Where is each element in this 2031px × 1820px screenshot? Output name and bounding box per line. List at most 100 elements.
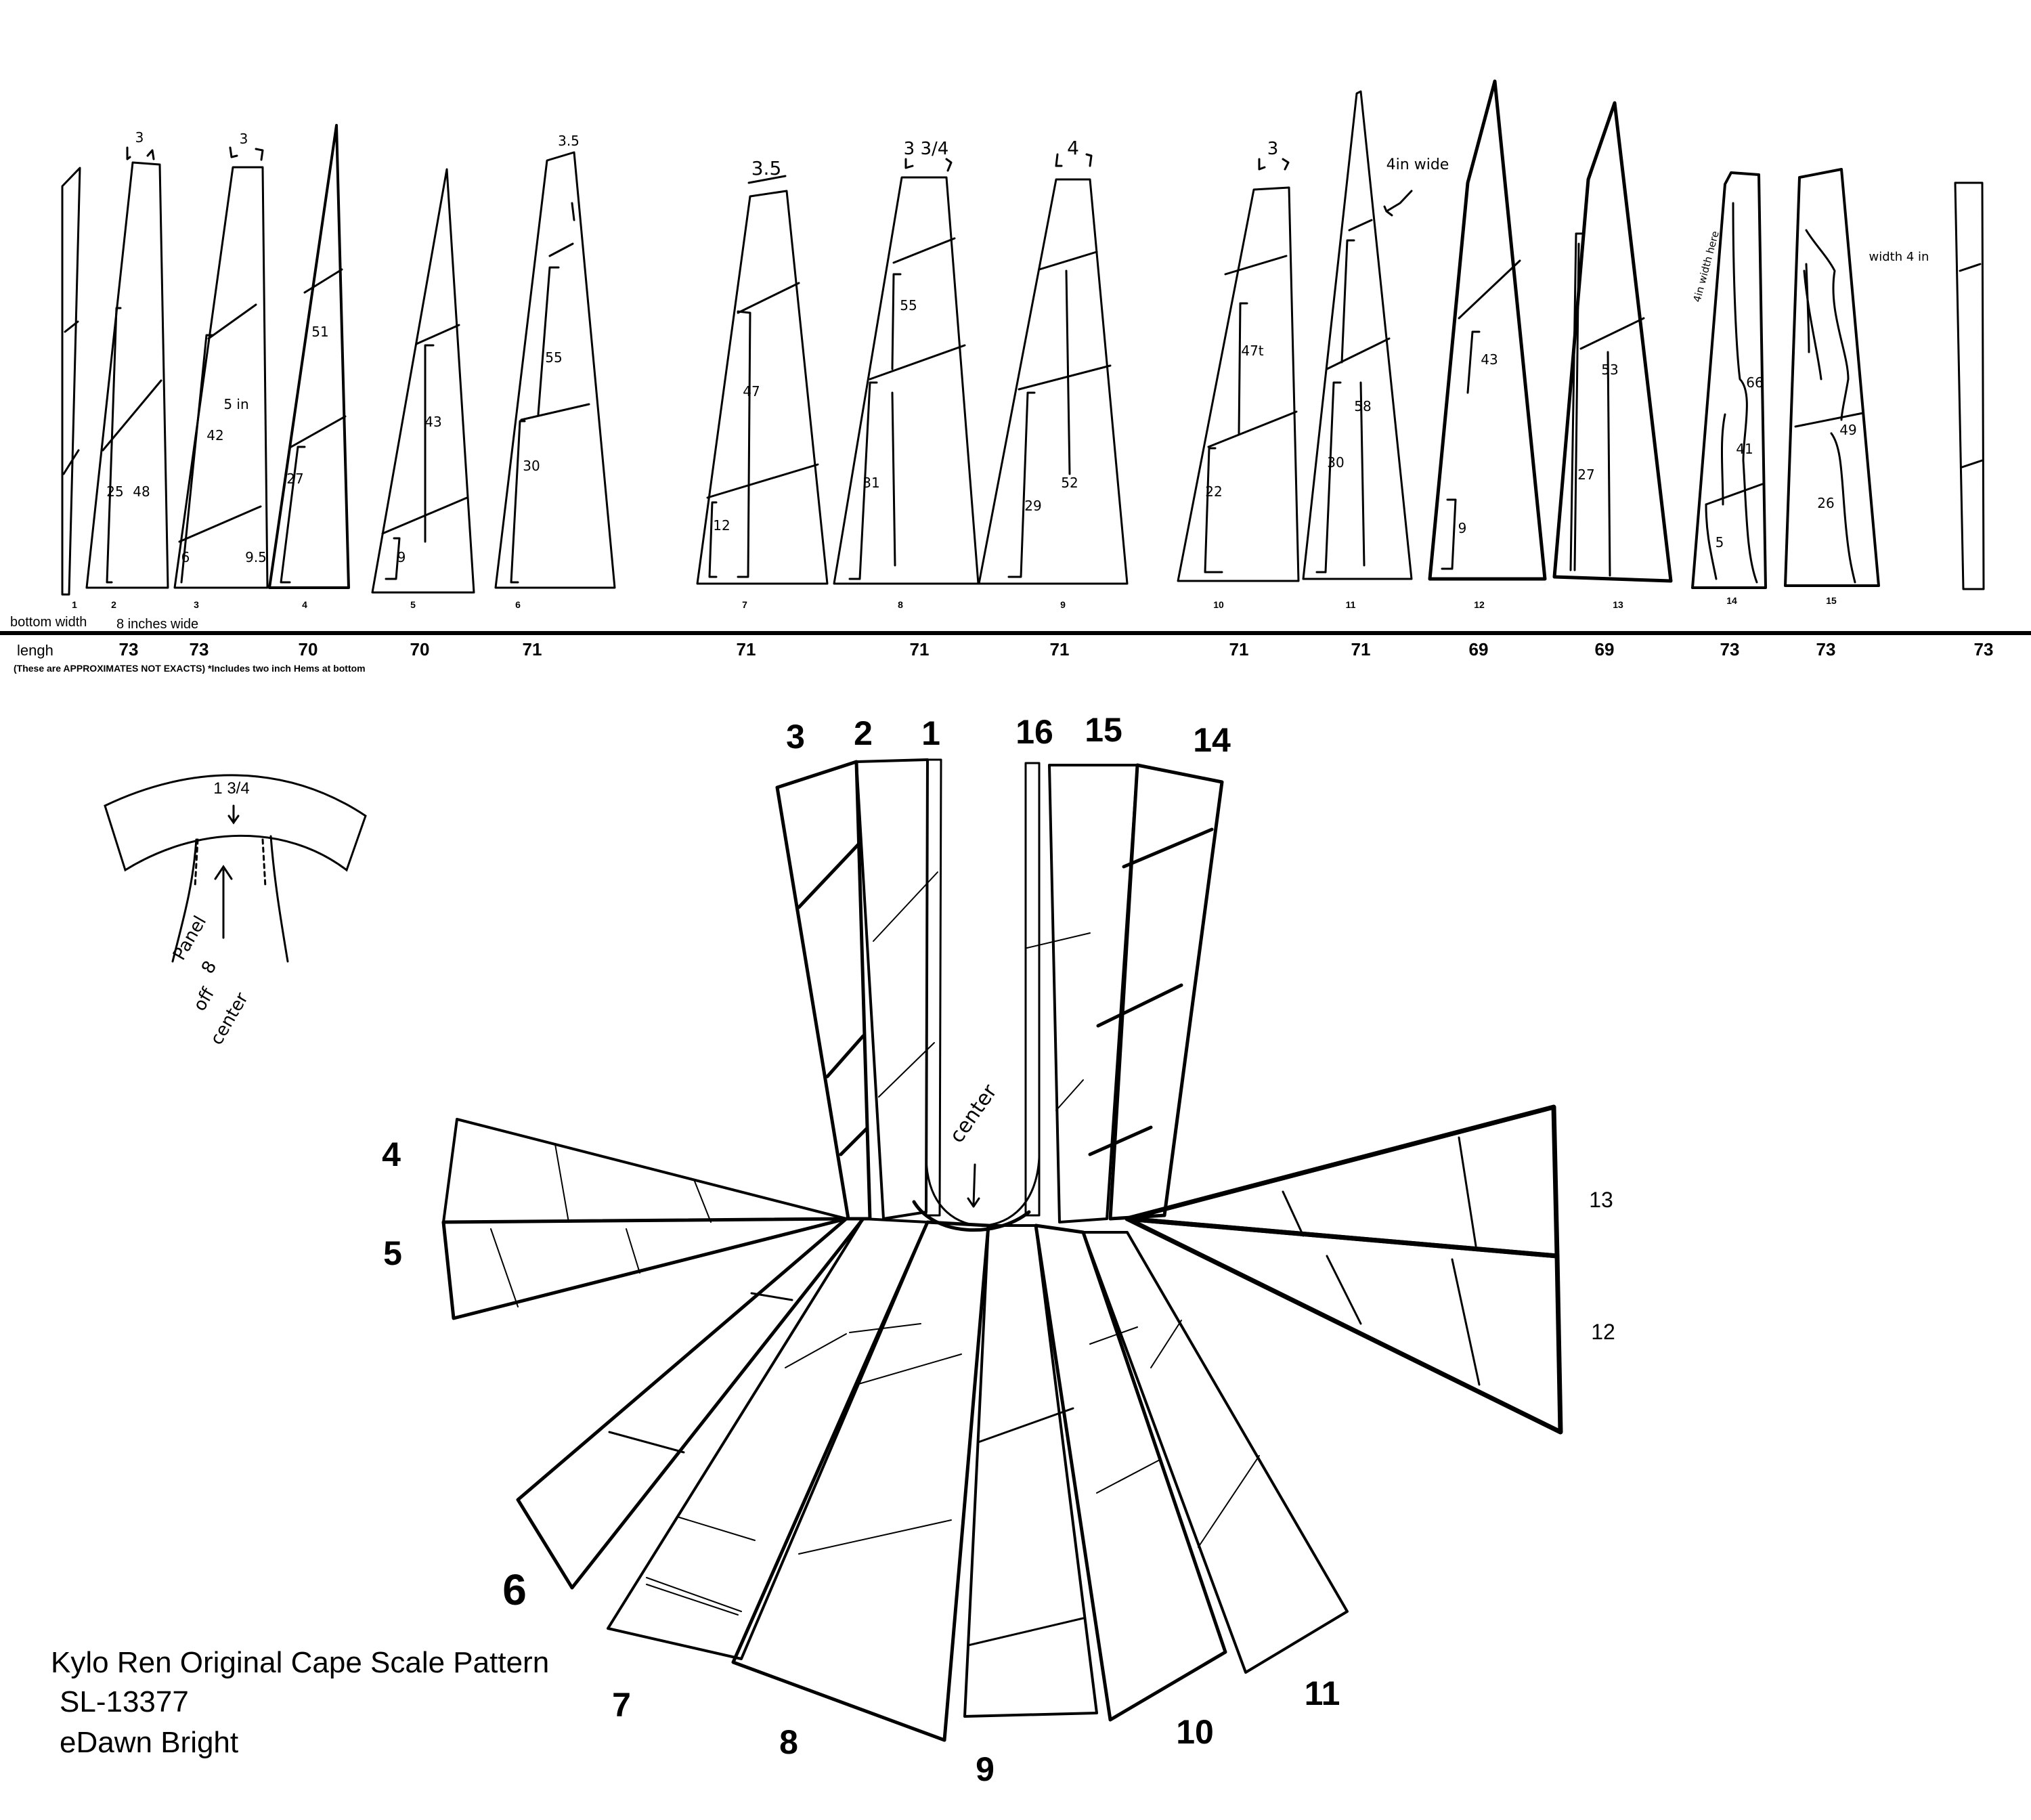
collar-note-2: 8 — [198, 957, 221, 977]
length-14: 73 — [1720, 639, 1740, 659]
fan-num-10: 10 — [1176, 1713, 1214, 1751]
p8-label-top: 3 3/4 — [904, 139, 949, 159]
length-12: 69 — [1469, 639, 1489, 659]
p7-label-b: 12 — [713, 517, 730, 534]
fan-panel-3 — [775, 760, 872, 1221]
bottom-width-label: bottom width — [10, 615, 87, 630]
p3-label-a: 5 in — [223, 396, 248, 412]
p2-label-top: 3 — [135, 129, 144, 146]
p9-label-top: 4 — [1067, 137, 1079, 159]
panel-14 — [1691, 171, 1767, 589]
length-values: 73 73 70 70 71 71 71 71 71 71 69 69 73 7… — [119, 639, 1994, 659]
fan-num-12: 12 — [1591, 1320, 1615, 1344]
length-4: 70 — [299, 639, 318, 659]
fan-num-13: 13 — [1589, 1188, 1613, 1212]
panel-num-13: 13 — [1613, 599, 1623, 610]
length-3: 73 — [190, 639, 209, 659]
length-7: 71 — [737, 639, 756, 659]
collar-measure: 1 3/4 — [213, 779, 249, 798]
p15-label-b: 26 — [1817, 495, 1834, 511]
p13-label-a: 53 — [1601, 362, 1618, 378]
fan-num-11: 11 — [1305, 1674, 1340, 1712]
fan-panel-1 — [925, 758, 942, 1217]
panel-2 — [85, 146, 169, 589]
p10-label-a: 47t — [1241, 343, 1263, 359]
panel-11 — [1302, 90, 1413, 580]
panel-10 — [1177, 158, 1300, 582]
p5-label-a: 43 — [424, 414, 441, 430]
fan-num-15: 15 — [1085, 711, 1122, 749]
fan-num-14: 14 — [1193, 721, 1231, 759]
fan-panel-9 — [963, 1224, 1098, 1718]
p4-label-b: 27 — [286, 471, 303, 487]
p12-label-b: 9 — [1458, 520, 1467, 536]
panel-num-3: 3 — [194, 599, 199, 610]
length-15: 73 — [1816, 639, 1836, 659]
panel-1 — [61, 167, 81, 596]
panel-labels: 3 25 48 3 5 in 42 6 9.5 51 27 43 9 3.5 5… — [106, 129, 1929, 565]
p6-label-b: 30 — [523, 458, 540, 474]
p11-label-top: 4in wide — [1386, 156, 1449, 173]
fan-panel-14 — [1108, 763, 1224, 1221]
p3-label-top: 3 — [240, 131, 248, 147]
fan-panel-6 — [516, 1217, 865, 1590]
panel-num-15: 15 — [1826, 595, 1837, 606]
p6-label-top: 3.5 — [558, 133, 580, 149]
p8-label-a: 55 — [900, 297, 917, 313]
panel-12 — [1428, 79, 1547, 581]
fan-panel-11 — [1082, 1231, 1349, 1674]
panel-num-7: 7 — [742, 599, 747, 610]
fan-panel-5 — [441, 1217, 848, 1320]
panel-6 — [494, 151, 616, 589]
title-line-2: SL-13377 — [60, 1685, 189, 1718]
panel-13 — [1552, 101, 1673, 583]
panel-9 — [978, 153, 1129, 585]
p9-label-b: 52 — [1061, 475, 1078, 491]
length-6: 71 — [523, 639, 542, 659]
center-label: center — [945, 1080, 1002, 1148]
fan-panel-4 — [442, 1118, 848, 1223]
approx-note: (These are APPROXIMATES NOT EXACTS) *Inc… — [14, 663, 366, 674]
length-label: lengh — [17, 642, 53, 659]
length-13: 69 — [1595, 639, 1615, 659]
panel-3 — [173, 146, 269, 589]
collar-note: Panel 8 off center — [169, 913, 253, 1049]
title-line-1: Kylo Ren Original Cape Scale Pattern — [51, 1646, 549, 1679]
p14-label-a: 66 — [1746, 374, 1763, 391]
panel-num-2: 2 — [111, 599, 116, 610]
fan-num-7: 7 — [612, 1686, 631, 1724]
panel-numbers: 1 2 3 4 5 6 7 8 9 10 11 12 13 14 15 — [72, 595, 1837, 610]
p14-label-c: 5 — [1716, 534, 1724, 550]
panel-15 — [1784, 168, 1880, 587]
p4-label-a: 51 — [311, 324, 328, 340]
p8-label-b: 31 — [862, 475, 879, 491]
panel-num-11: 11 — [1346, 599, 1356, 610]
p2-label-a: 25 — [106, 483, 123, 500]
fan-num-2: 2 — [854, 714, 873, 752]
p14-label-b: 41 — [1736, 441, 1753, 457]
panel-16 — [1954, 181, 1985, 590]
title-block: Kylo Ren Original Cape Scale Pattern SL-… — [51, 1646, 549, 1759]
fan-num-3: 3 — [786, 718, 805, 756]
fan-panel-7 — [607, 1217, 929, 1660]
panel-num-10: 10 — [1213, 599, 1224, 610]
collar-sketch — [104, 774, 367, 963]
p11-label-b: 30 — [1327, 454, 1344, 471]
fan-num-8: 8 — [779, 1723, 798, 1761]
collar-note-3: off — [190, 984, 219, 1014]
panel-num-1: 1 — [72, 599, 77, 610]
panel-num-14: 14 — [1726, 595, 1737, 606]
p10-label-top: 3 — [1267, 139, 1279, 159]
assembly-fan — [441, 758, 1563, 1742]
length-2: 73 — [119, 639, 139, 659]
panel-num-5: 5 — [410, 599, 416, 610]
fan-panel-8 — [731, 1220, 990, 1742]
p11-label-a: 58 — [1354, 398, 1371, 414]
panel-num-4: 4 — [302, 599, 307, 610]
title-line-3: eDawn Bright — [60, 1726, 238, 1759]
panel-row — [61, 79, 1985, 596]
fan-panel-12 — [1124, 1216, 1563, 1435]
p15-label-a: 49 — [1839, 422, 1856, 438]
p6-label-a: 55 — [545, 349, 562, 366]
